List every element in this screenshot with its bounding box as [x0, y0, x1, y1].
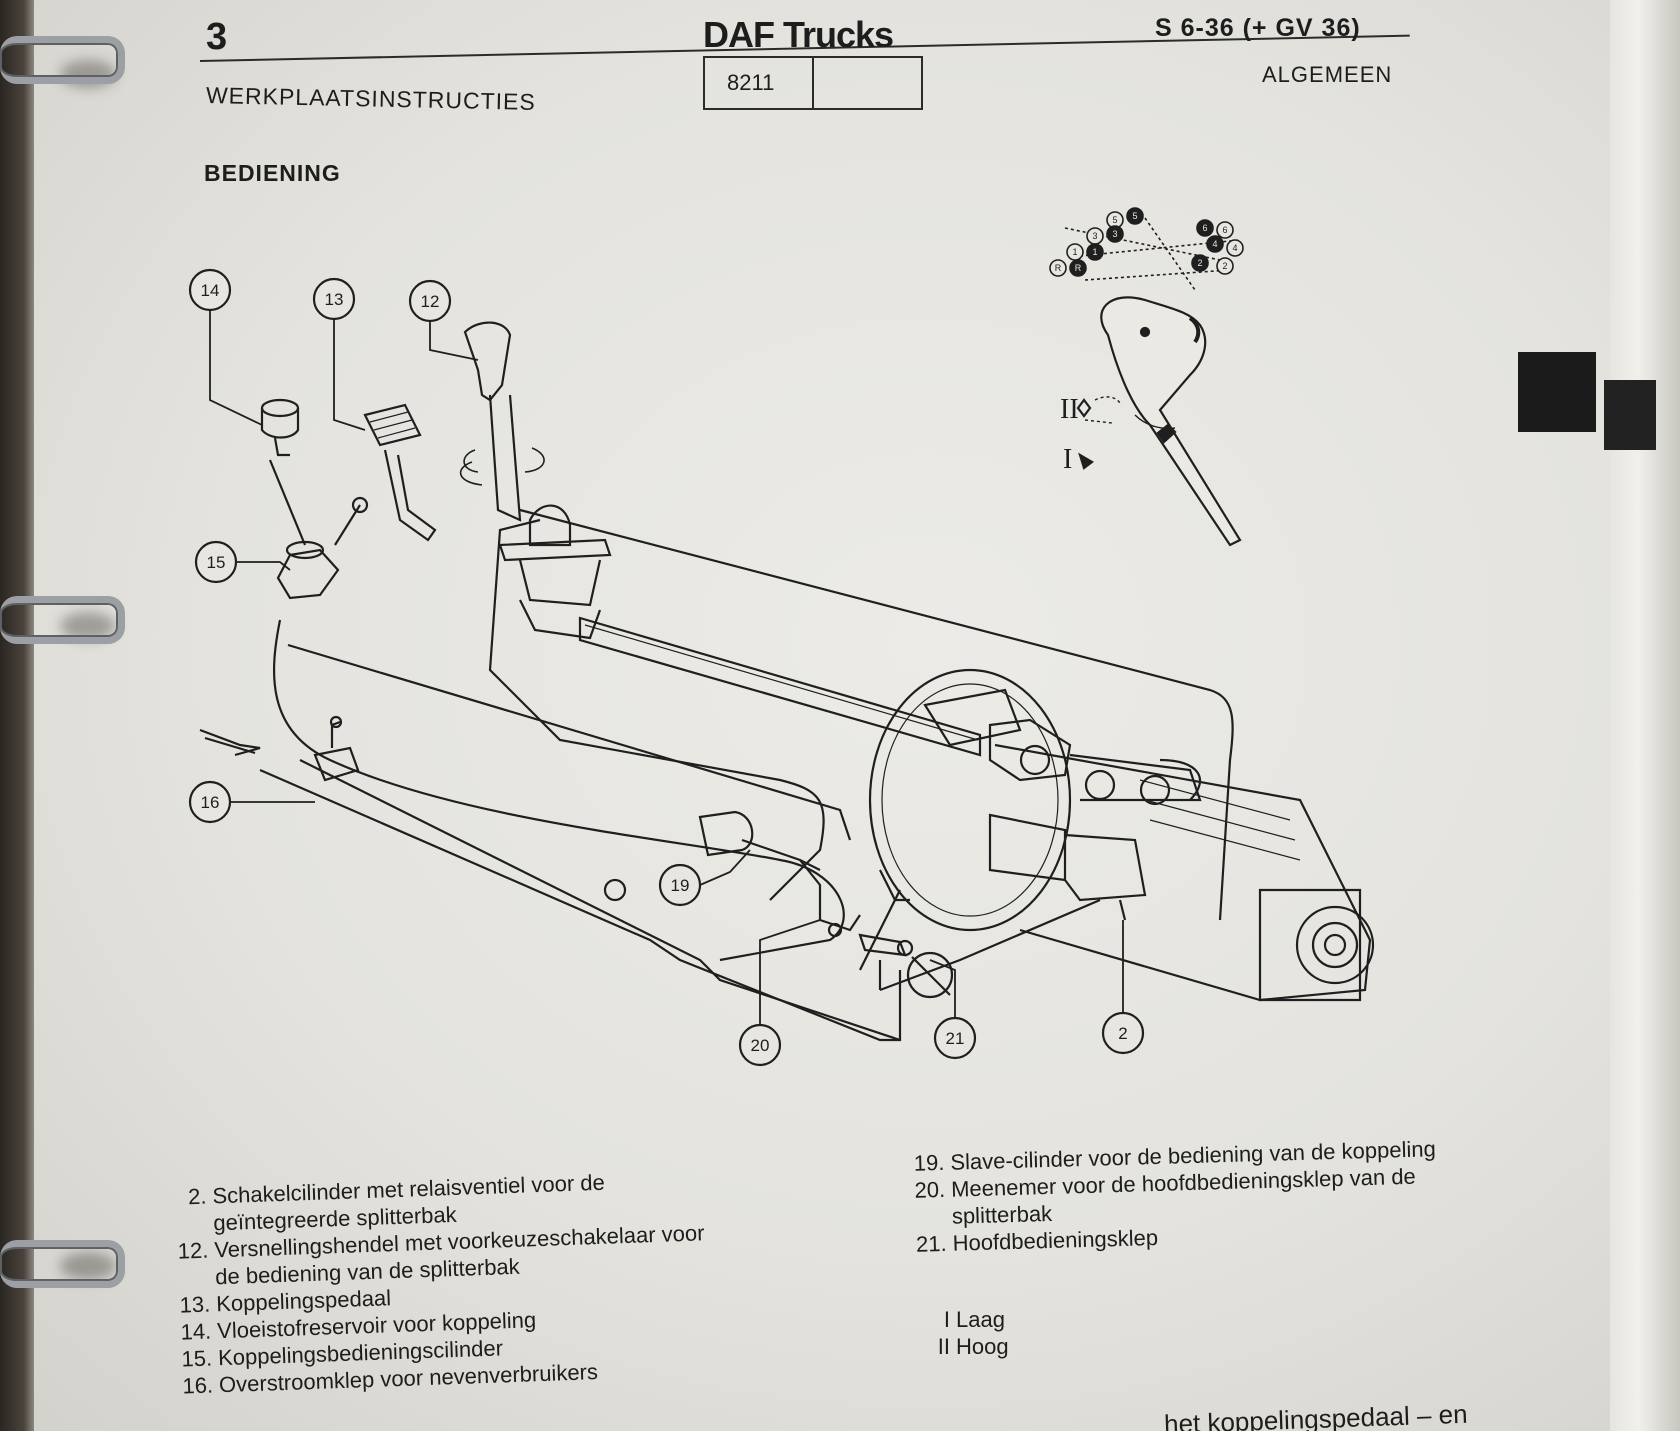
air-line: [879, 898, 1101, 992]
binder-ring-top: [0, 36, 125, 84]
air-line: [859, 889, 901, 971]
callout-label: 12: [421, 292, 440, 311]
gear-label: 4: [1232, 243, 1237, 253]
page-subtitle: BEDIENING: [204, 160, 341, 186]
gear-label: 2: [1197, 258, 1202, 268]
main-control-valve-assembly: [988, 718, 1202, 806]
callout-label: 16: [201, 793, 220, 812]
flow-arrow: [204, 736, 256, 755]
document-code-box: 8211: [703, 56, 923, 110]
low-position-mark: I: [1063, 444, 1072, 475]
callout-circle: [738, 1023, 782, 1067]
gear-label: R: [1055, 263, 1062, 273]
hydraulic-line: [273, 619, 845, 962]
gear-label: 1: [1092, 247, 1097, 257]
department-title: WERKPLAATSINSTRUCTIES: [205, 82, 537, 115]
binder-spine: [0, 0, 34, 1431]
shift-cylinder-relay-valve: [988, 813, 1147, 921]
ring-shadow: [60, 1252, 116, 1280]
document-code: 8211: [727, 70, 775, 95]
clutch-pedal: [334, 403, 437, 546]
binder-ring-bottom: [0, 1240, 125, 1288]
high-position-mark: II: [1060, 394, 1079, 425]
callout-circle: [1101, 1011, 1145, 1055]
legend-right: 19.Slave-cilinder voor de bediening van …: [904, 1135, 1438, 1258]
gear-label: 5: [1112, 215, 1117, 225]
cut-off-footer-text: het koppelingspedaal – en: [1163, 1398, 1469, 1431]
fluid-reservoir: [260, 398, 300, 457]
callout-leaders: [209, 310, 1124, 1045]
section-title: ALGEMEEN: [1262, 62, 1393, 87]
bleed-point: [603, 878, 627, 902]
page-edge-stack: [1610, 0, 1680, 1431]
callout-circle: [408, 279, 452, 323]
clutch-master-cylinder: [268, 459, 340, 600]
callout-label: 2: [1118, 1024, 1127, 1043]
callout-label: 19: [671, 876, 690, 895]
gear-label: 3: [1092, 231, 1097, 241]
callout-label: 20: [751, 1036, 770, 1055]
gear-label: 5: [1132, 211, 1137, 221]
binder-ring-middle: [0, 596, 125, 644]
splitter-control-follower: [799, 859, 914, 990]
callout-circle: [933, 1016, 977, 1060]
callout-circle: [188, 780, 232, 824]
legend-left: 2.Schakelcilinder met relaisventiel voor…: [166, 1165, 710, 1400]
air-line: [259, 768, 902, 1042]
lever-knob-detail: II I: [1060, 296, 1242, 547]
callout-circle: [194, 540, 238, 584]
callout-circle: [312, 277, 356, 321]
model-designation: S 6-36 (+ GV 36): [1155, 14, 1361, 42]
gear-label: 6: [1222, 225, 1227, 235]
callout-label: 13: [325, 290, 344, 309]
index-tab-mark: [1604, 380, 1656, 450]
callout-circle: [188, 268, 232, 312]
ring-shadow: [60, 612, 116, 640]
shift-tower: [498, 504, 612, 640]
gear-lever: [460, 321, 545, 522]
main-valve-symbol: [906, 951, 954, 999]
gear-label: 2: [1222, 261, 1227, 271]
overflow-valve: [313, 715, 360, 782]
gear-label: 6: [1202, 223, 1207, 233]
gear-label: 3: [1112, 229, 1117, 239]
hydraulic-line: [287, 643, 852, 841]
page-number: 3: [206, 16, 228, 58]
callout-label: 15: [207, 553, 226, 572]
index-tab-mark: [1518, 352, 1596, 432]
gear-pattern-inset: 5 5 3 3 1 1 R R 6 6 4 4 2 2: [1049, 207, 1244, 291]
callout-circle: [658, 863, 702, 907]
air-line: [488, 518, 825, 901]
shift-rod: [578, 616, 982, 757]
air-line: [299, 759, 901, 1042]
callout-label: 14: [201, 281, 220, 300]
gear-label: R: [1075, 263, 1082, 273]
gear-label: 4: [1212, 239, 1217, 249]
air-line: [519, 508, 1234, 921]
callout-label: 21: [946, 1029, 965, 1048]
brand-name: DAF Trucks: [703, 14, 894, 55]
gear-label: 1: [1072, 247, 1077, 257]
clutch-splitter-diagram: 14 13 12 15 16 19 20 21 2 5 5 3 3 1: [188, 207, 1375, 1067]
gearbox-housing: [868, 668, 1375, 1002]
